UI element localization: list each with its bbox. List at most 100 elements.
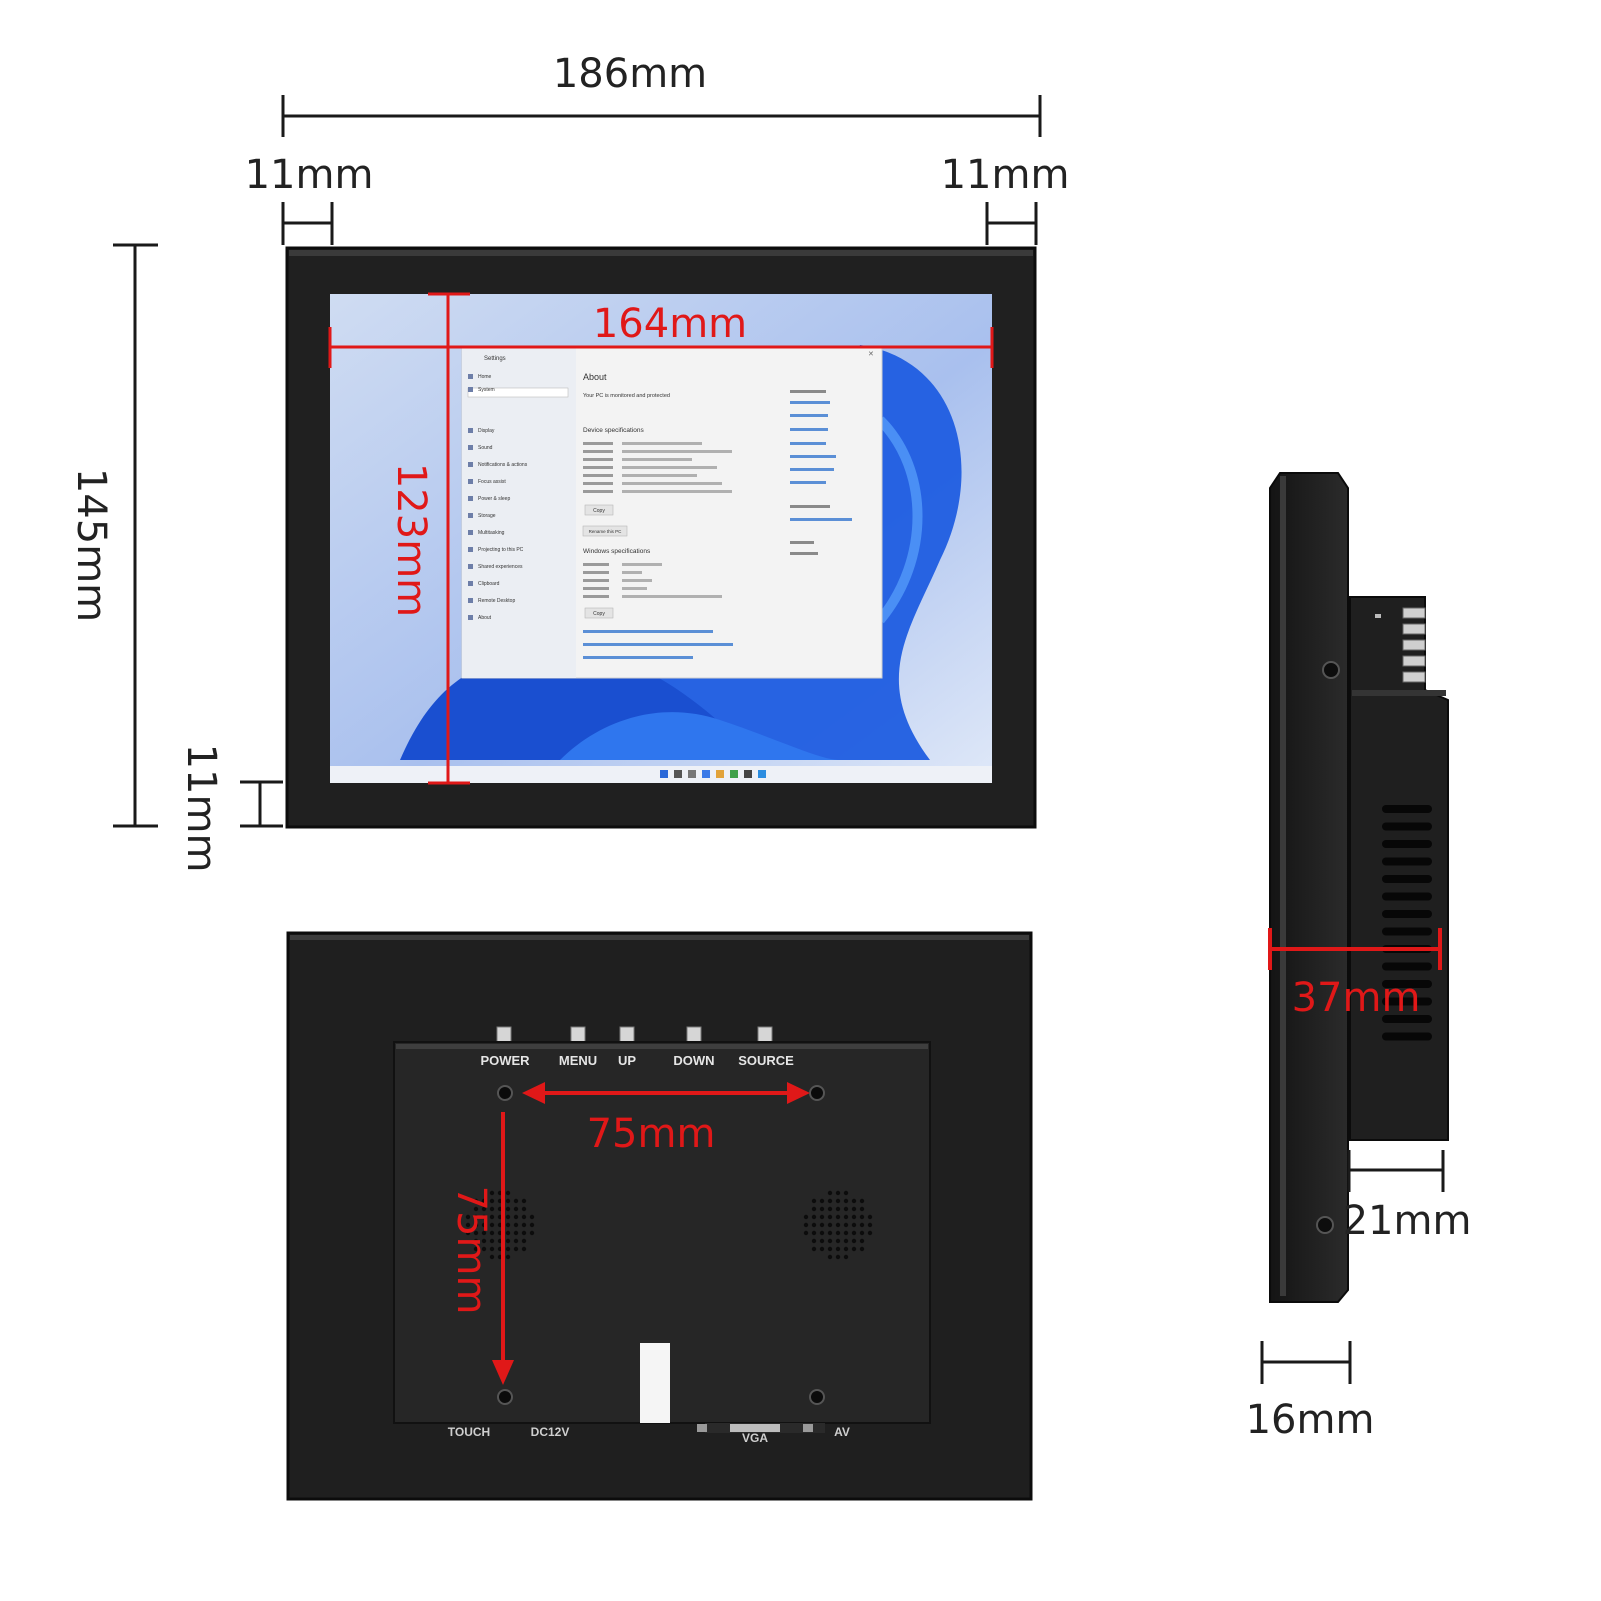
grille-hole (859, 1222, 865, 1228)
mount-vertical-dimension: 75mm (448, 1112, 514, 1385)
menu-button[interactable] (570, 1026, 586, 1044)
grille-hole (835, 1198, 841, 1204)
grille-hole (851, 1214, 857, 1220)
grille-hole (859, 1214, 865, 1220)
nav-item[interactable]: Display (478, 428, 495, 434)
settings-search-box[interactable] (467, 387, 569, 398)
grille-hole (843, 1254, 849, 1260)
vent-slot (1382, 962, 1432, 971)
vent-slot (1382, 980, 1432, 988)
grille-hole (473, 1238, 479, 1244)
grille-hole (521, 1238, 527, 1244)
grille-hole (513, 1238, 519, 1244)
nav-item[interactable]: System (478, 387, 495, 393)
nav-item-icon (468, 479, 473, 484)
grille-hole (505, 1254, 511, 1260)
overall-height-dimension: 145mm (68, 243, 158, 828)
source-button[interactable] (757, 1026, 773, 1044)
grille-hole (811, 1206, 817, 1212)
vent-slot (1382, 997, 1432, 1006)
nav-item[interactable]: Home (478, 374, 492, 380)
copy-windows-button[interactable] (584, 607, 614, 619)
rear-ports: TOUCH DC12V VGA AV (448, 1423, 850, 1445)
grille-hole (819, 1198, 825, 1204)
nav-item[interactable]: Shared experiences (478, 564, 523, 570)
grille-hole (843, 1190, 849, 1196)
nav-item[interactable]: Clipboard (478, 581, 500, 587)
mount-hole-bottom-right (809, 1389, 825, 1405)
frame-depth-label: 16mm (1246, 1397, 1375, 1443)
grille-hole (843, 1206, 849, 1212)
grille-hole (521, 1206, 527, 1212)
grille-hole (819, 1206, 825, 1212)
grille-hole (465, 1222, 471, 1228)
grille-hole (481, 1214, 487, 1220)
grille-hole (521, 1198, 527, 1204)
nav-item[interactable]: Power & sleep (478, 496, 510, 502)
grille-hole (827, 1230, 833, 1236)
grille-hole (819, 1230, 825, 1236)
grille-hole (851, 1238, 857, 1244)
nav-item[interactable]: Remote Desktop (478, 598, 515, 604)
box-depth-label: 21mm (1343, 1198, 1472, 1244)
grille-hole (843, 1246, 849, 1252)
copy-device-button[interactable] (584, 504, 614, 516)
vent-slot (1382, 840, 1432, 848)
speaker-grille-right (803, 1190, 873, 1260)
grille-hole (473, 1246, 479, 1252)
nav-item[interactable]: Notifications & actions (478, 462, 528, 468)
grille-hole (505, 1230, 511, 1236)
grille-hole (521, 1230, 527, 1236)
left-bezel-label: 11mm (245, 152, 374, 198)
nav-item-icon (468, 387, 473, 392)
nav-item[interactable]: Storage (478, 513, 496, 519)
mount-vertical-label: 75mm (448, 1186, 494, 1315)
windows-specs-heading: Windows specifications (583, 548, 651, 555)
nav-item[interactable]: Sound (478, 445, 493, 451)
nav-item-icon (468, 496, 473, 501)
grille-hole (505, 1238, 511, 1244)
grille-hole (851, 1198, 857, 1204)
grille-hole (811, 1222, 817, 1228)
grille-hole (843, 1238, 849, 1244)
grille-hole (513, 1198, 519, 1204)
close-icon[interactable]: ✕ (868, 351, 874, 358)
grille-hole (819, 1238, 825, 1244)
grille-hole (819, 1214, 825, 1220)
protected-status: Your PC is monitored and protected (583, 393, 670, 399)
nav-item[interactable]: Projecting to this PC (478, 547, 524, 553)
settings-window: Settings HomeSystemDisplaySoundNotificat… (461, 347, 883, 679)
grille-hole (859, 1198, 865, 1204)
grille-hole (811, 1230, 817, 1236)
rename-pc-button[interactable] (582, 525, 628, 537)
grille-hole (827, 1238, 833, 1244)
grille-hole (819, 1246, 825, 1252)
overall-width-dimension: 186mm (281, 51, 1042, 137)
up-button[interactable] (619, 1026, 635, 1044)
nav-item-icon (468, 530, 473, 535)
power-button[interactable] (496, 1026, 512, 1044)
grille-hole (473, 1214, 479, 1220)
vga-connector (730, 1424, 780, 1432)
nav-item-icon (468, 374, 473, 379)
nav-item[interactable]: Multitasking (478, 530, 505, 536)
grille-hole (827, 1198, 833, 1204)
grille-hole (811, 1214, 817, 1220)
grille-hole (513, 1246, 519, 1252)
side-buttons (1375, 607, 1426, 683)
front-view: 186mm 11mm 11mm 145mm 11mm (68, 51, 1069, 872)
grille-hole (843, 1198, 849, 1204)
nav-item[interactable]: About (478, 615, 492, 621)
grille-hole (489, 1190, 495, 1196)
side-control-box (1349, 596, 1449, 1141)
down-button[interactable] (686, 1026, 702, 1044)
grille-hole (835, 1246, 841, 1252)
grille-hole (529, 1230, 535, 1236)
grille-hole (867, 1230, 873, 1236)
button-labels: POWER MENU UP DOWN SOURCE (480, 1053, 794, 1068)
taskbar-icons (660, 770, 766, 778)
grille-hole (521, 1246, 527, 1252)
side-frame (1269, 472, 1349, 1303)
nav-item[interactable]: Focus assist (478, 479, 506, 485)
nav-item-icon (468, 428, 473, 433)
